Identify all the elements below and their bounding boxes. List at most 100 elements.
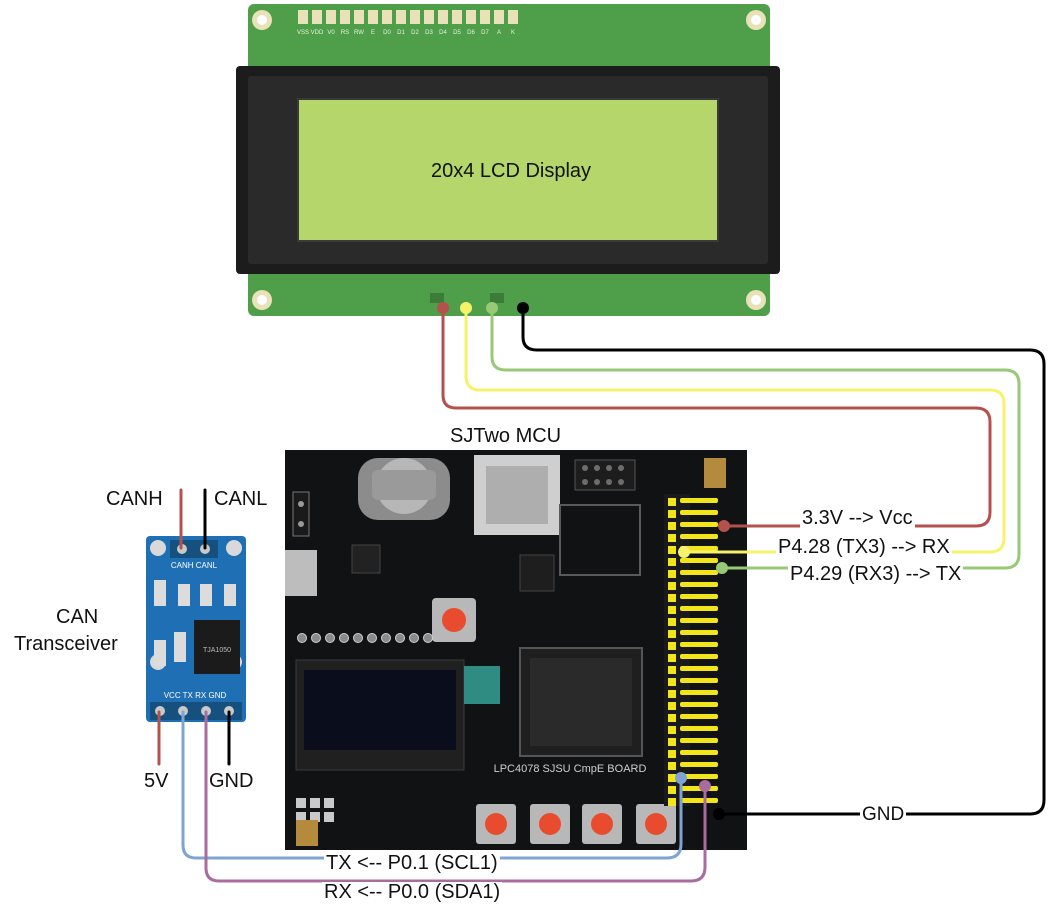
- header-pin: [680, 582, 718, 587]
- header-pin: [680, 498, 718, 503]
- can-top-pins-text: CANH CANL: [171, 561, 218, 570]
- can-transceiver-module: CANH CANL TJA1050 VCC TX RX GND: [146, 536, 246, 722]
- wire-endpoint-dot: [460, 302, 472, 314]
- lcd-pin-label: D2: [411, 30, 419, 36]
- header-pin: [680, 666, 718, 671]
- header-pin: [680, 618, 718, 623]
- header-hole: [339, 633, 349, 643]
- header-pin: [680, 690, 718, 695]
- wire-endpoint-dot: [486, 302, 498, 314]
- lcd-pin-pad: [466, 10, 476, 24]
- header-pin: [680, 606, 718, 611]
- lcd-pin-label: V0: [327, 30, 335, 36]
- lcd-pin-pad: [326, 10, 336, 24]
- header-pin: [668, 498, 676, 506]
- header-pin: [668, 786, 676, 794]
- header-hole: [423, 633, 433, 643]
- header-pin: [680, 798, 718, 803]
- header-hole: [381, 633, 391, 643]
- header-pin: [680, 726, 718, 731]
- lcd-pin-label: D6: [467, 30, 475, 36]
- header-pin: [668, 594, 676, 602]
- board-text: LPC4078 SJSU CmpE BOARD: [494, 763, 647, 775]
- wire-endpoint-dot: [713, 808, 725, 820]
- wire-endpoint-dot: [675, 772, 687, 784]
- label-gnd: GND: [860, 804, 907, 825]
- push-buttons: [476, 804, 676, 844]
- lcd-pin-label: D1: [397, 30, 405, 36]
- can-title-line2: Transceiver: [14, 633, 118, 655]
- wire-endpoints: [437, 302, 730, 820]
- header-pin: [680, 678, 718, 683]
- lcd-pin-label: RS: [341, 30, 349, 36]
- header-pin: [668, 606, 676, 614]
- label-lcd-rx: P4.28 (TX3) --> RX: [776, 536, 952, 558]
- lcd-pin-pad: [438, 10, 448, 24]
- lcd-pin-pad: [368, 10, 378, 24]
- wire-endpoint-dot: [437, 302, 449, 314]
- wire-endpoint-dot: [678, 546, 690, 558]
- header-pin: [680, 642, 718, 647]
- header-pin: [680, 630, 718, 635]
- lcd-pin-label: E: [371, 30, 375, 36]
- wire-gnd: [521, 306, 1046, 816]
- debug-header-holes: [297, 633, 433, 643]
- header-pin: [680, 738, 718, 743]
- header-pin: [668, 642, 676, 650]
- lcd-pin-pad: [354, 10, 364, 24]
- header-pin: [668, 510, 676, 518]
- header-hole: [353, 633, 363, 643]
- header-pin: [668, 738, 676, 746]
- lcd-screen: [297, 98, 719, 242]
- wire-endpoint-dot: [716, 562, 728, 574]
- lcd-pin-pad: [396, 10, 406, 24]
- label-can-5v: 5V: [144, 770, 169, 792]
- lcd-pin-pad: [452, 10, 462, 24]
- can-chip: [194, 620, 240, 674]
- header-pin: [680, 594, 718, 599]
- header-pin: [680, 522, 718, 527]
- header-pin: [668, 654, 676, 662]
- lcd-pin-pad: [312, 10, 322, 24]
- header-pin: [668, 702, 676, 710]
- wire-can-rx: [204, 710, 707, 883]
- mcu-title: SJTwo MCU: [450, 425, 562, 447]
- push-button-cap: [645, 813, 667, 835]
- mcu-board: LPC4078 SJSU CmpE BOARD: [285, 450, 747, 850]
- push-button-cap: [591, 813, 613, 835]
- header-pin: [668, 690, 676, 698]
- header-pin: [680, 714, 718, 719]
- lcd-pin-label: VDD: [311, 30, 324, 36]
- can-bottom-pins-text: VCC TX RX GND: [164, 691, 227, 700]
- label-can-rx: RX <-- P0.0 (SDA1): [322, 881, 503, 903]
- header-pin: [680, 558, 718, 563]
- can-title-line1: CAN: [56, 606, 99, 628]
- label-can-tx: TX <-- P0.1 (SCL1): [324, 852, 500, 874]
- lcd-pin-label: A: [497, 30, 501, 36]
- header-pin: [668, 762, 676, 770]
- header-pin: [668, 522, 676, 530]
- lcd-pin-label: D5: [453, 30, 461, 36]
- lcd-pin-pad: [508, 10, 518, 24]
- header-pin: [680, 702, 718, 707]
- lcd-pin-pad: [480, 10, 490, 24]
- svg-text:TJA1050: TJA1050: [203, 647, 231, 654]
- lcd-pin-label: D4: [439, 30, 447, 36]
- header-pin: [680, 510, 718, 515]
- lcd-pin-label: D7: [481, 30, 489, 36]
- lcd-pin-label: D0: [383, 30, 391, 36]
- header-pin: [680, 774, 718, 779]
- wire-endpoint-dot: [718, 520, 730, 532]
- lcd-pin-label: VSS: [297, 30, 309, 36]
- label-can-gnd: GND: [209, 770, 254, 792]
- header-hole: [311, 633, 321, 643]
- wires: [157, 306, 1046, 883]
- header-pin: [680, 654, 718, 659]
- lcd-pin-pads: [298, 10, 518, 24]
- header-hole: [297, 633, 307, 643]
- usb-connector: [285, 550, 317, 596]
- lcd-pin-label: D3: [425, 30, 433, 36]
